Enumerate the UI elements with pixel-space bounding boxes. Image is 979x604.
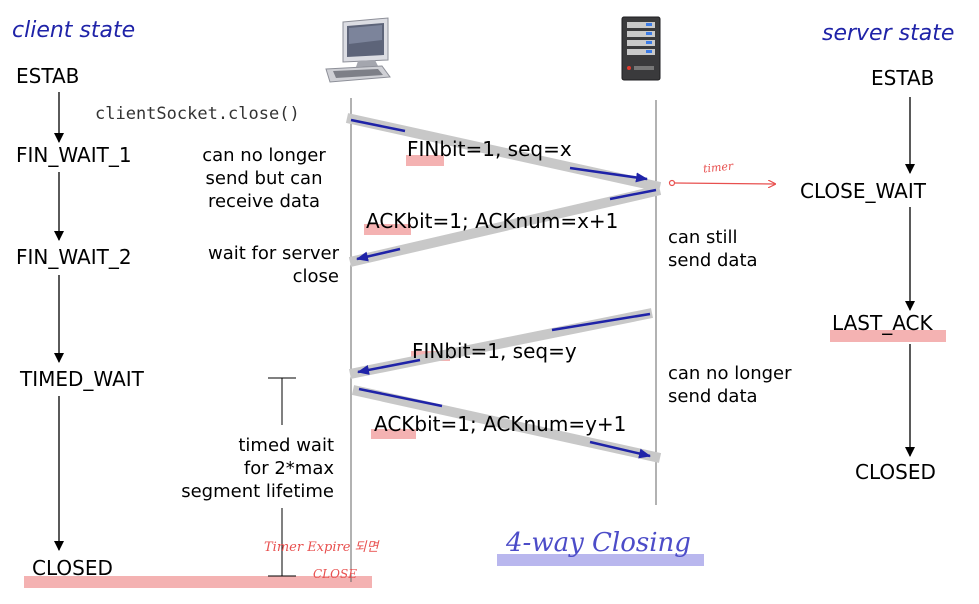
handwritten-timer: timer (702, 159, 734, 176)
message-ack-x: ACKbit=1; ACKnum=x+1 (366, 209, 619, 233)
highlight-ack2 (371, 429, 416, 439)
note-last-ack: can no longer send data (668, 363, 792, 407)
msg3-arrow-head (357, 358, 421, 375)
highlight-ack1 (364, 224, 411, 235)
client-close-call: clientSocket.close() (95, 104, 300, 124)
msg2-shadow (348, 185, 662, 267)
msg2-arrow-head (356, 247, 401, 262)
highlight-last-ack (830, 330, 946, 342)
client-state-timed-wait: TIMED_WAIT (20, 367, 144, 391)
message-fin-y: FINbit=1, seq=y (412, 339, 577, 363)
client-state-estab: ESTAB (16, 64, 80, 88)
desktop-computer-icon (325, 17, 391, 83)
server-state-estab: ESTAB (871, 66, 935, 90)
msg4-arrow-tail (358, 387, 443, 408)
msg3-arrow-tail (551, 312, 651, 332)
note-timed-wait: timed wait for 2*max segment lifetime (181, 435, 334, 502)
message-ack-y: ACKbit=1; ACKnum=y+1 (374, 412, 627, 436)
server-state-last-ack: LAST_ACK (832, 311, 933, 335)
timer-start-dot (668, 179, 676, 187)
client-state-fin-wait-2: FIN_WAIT_2 (16, 245, 132, 269)
handwritten-close: CLOSE (313, 567, 357, 581)
message-fin-x: FINbit=1, seq=x (407, 137, 572, 161)
msg4-arrow-head (589, 440, 651, 459)
client-state-closed: CLOSED (32, 556, 113, 580)
note-fin-wait-1: can no longer send but can receive data (202, 145, 326, 212)
highlight-fin1 (406, 155, 444, 166)
server-tower-icon (621, 16, 661, 81)
client-state-header: client state (12, 18, 136, 43)
msg1-arrow-head (569, 166, 648, 183)
note-close-wait: can still send data (668, 227, 758, 271)
server-state-header: server state (822, 21, 955, 46)
msg1-arrow (350, 118, 406, 133)
client-state-fin-wait-1: FIN_WAIT_1 (16, 143, 132, 167)
highlight-closed (24, 576, 372, 588)
server-state-closed: CLOSED (855, 460, 936, 484)
note-fin-wait-2: wait for server close (208, 243, 339, 287)
highlight-four-way (497, 554, 704, 566)
msg2-arrow-tail (609, 188, 657, 201)
timer-arrow (674, 183, 775, 184)
handwritten-four-way-closing: 4-way Closing (506, 528, 691, 558)
server-state-close-wait: CLOSE_WAIT (800, 179, 926, 203)
handwritten-timer-expire: Timer Expire 되면 (264, 540, 379, 555)
